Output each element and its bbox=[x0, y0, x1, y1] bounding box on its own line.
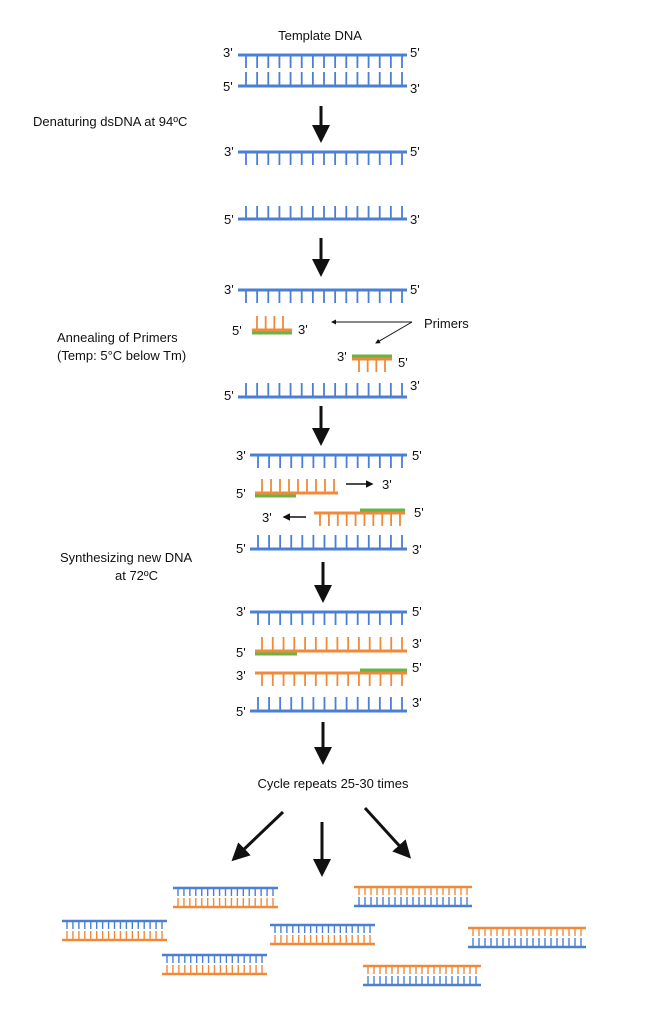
base-pair-ticks bbox=[358, 359, 386, 372]
label-5prime: 5' bbox=[410, 144, 420, 159]
result-template-top bbox=[250, 610, 407, 625]
label-3prime: 3' bbox=[262, 510, 272, 525]
base-pair-ticks bbox=[245, 383, 403, 396]
base-pair-ticks bbox=[245, 55, 403, 68]
synth-forward-extension bbox=[255, 479, 338, 498]
label-3prime: 3' bbox=[412, 542, 422, 557]
label-5prime: 5' bbox=[236, 704, 246, 719]
label-3prime: 3' bbox=[298, 322, 308, 337]
label-3prime: 3' bbox=[410, 378, 420, 393]
single-strand-top bbox=[238, 150, 407, 165]
pcr-product bbox=[270, 923, 375, 946]
label-3prime: 3' bbox=[223, 45, 233, 60]
base-pair-ticks bbox=[245, 72, 403, 85]
base-pair-ticks bbox=[245, 290, 403, 303]
label-3prime: 3' bbox=[236, 668, 246, 683]
label-3prime: 3' bbox=[412, 695, 422, 710]
step-annealing-temp: (Temp: 5°C below Tm) bbox=[57, 348, 186, 363]
primer-pointer-arrow-icon bbox=[375, 321, 413, 344]
label-5prime: 5' bbox=[236, 645, 246, 660]
annealing-bottom-template bbox=[238, 383, 407, 399]
pcr-product bbox=[162, 953, 267, 976]
pcr-product bbox=[354, 885, 472, 908]
label-3prime: 3' bbox=[410, 81, 420, 96]
label-5prime: 5' bbox=[414, 505, 424, 520]
base-pair-ticks bbox=[257, 455, 403, 468]
label-3prime: 3' bbox=[382, 477, 392, 492]
label-5prime: 5' bbox=[412, 660, 422, 675]
label-3prime: 3' bbox=[410, 212, 420, 227]
label-5prime: 5' bbox=[232, 323, 242, 338]
label-5prime: 5' bbox=[398, 355, 408, 370]
label-5prime: 5' bbox=[410, 45, 420, 60]
label-5prime: 5' bbox=[224, 212, 234, 227]
arrow-down-right-icon bbox=[363, 806, 412, 859]
label-3prime: 3' bbox=[236, 604, 246, 619]
base-pair-ticks bbox=[261, 673, 403, 686]
primers-label: Primers bbox=[424, 316, 469, 331]
label-5prime: 5' bbox=[236, 486, 246, 501]
template-dsdna bbox=[238, 53, 407, 88]
pcr-product bbox=[62, 919, 167, 942]
base-pair-ticks bbox=[245, 206, 403, 219]
pcr-product bbox=[468, 926, 586, 949]
result-new-strand-1 bbox=[255, 637, 407, 656]
arrow-down-left-icon bbox=[231, 810, 285, 862]
single-strand-bottom bbox=[238, 206, 407, 221]
base-pair-ticks bbox=[257, 612, 403, 625]
label-5prime: 5' bbox=[236, 541, 246, 556]
synth-reverse-extension bbox=[314, 508, 405, 526]
step-synthesizing-temp: at 72ºC bbox=[115, 568, 158, 583]
label-3prime: 3' bbox=[224, 282, 234, 297]
base-pair-ticks bbox=[245, 152, 403, 165]
annealing-top-template bbox=[238, 288, 407, 303]
cycle-repeats-label: Cycle repeats 25-30 times bbox=[257, 776, 409, 791]
step-synthesizing-label: Synthesizing new DNA bbox=[60, 550, 193, 565]
label-5prime: 5' bbox=[412, 448, 422, 463]
result-new-strand-2 bbox=[255, 668, 407, 686]
primer-forward bbox=[252, 316, 292, 335]
pcr-product bbox=[363, 964, 481, 987]
label-3prime: 3' bbox=[337, 349, 347, 364]
base-pair-ticks bbox=[257, 535, 403, 548]
base-pair-ticks bbox=[256, 316, 284, 329]
base-pair-ticks bbox=[319, 513, 401, 526]
step-denaturing-label: Denaturing dsDNA at 94ºC bbox=[33, 114, 187, 129]
label-5prime: 5' bbox=[412, 604, 422, 619]
label-3prime: 3' bbox=[236, 448, 246, 463]
label-3prime: 3' bbox=[224, 144, 234, 159]
label-5prime: 5' bbox=[224, 388, 234, 403]
synth-top-template bbox=[250, 453, 407, 468]
label-3prime: 3' bbox=[412, 636, 422, 651]
primer-reverse bbox=[352, 354, 392, 372]
label-5prime: 5' bbox=[223, 79, 233, 94]
title-template-dna: Template DNA bbox=[278, 28, 362, 43]
step-annealing-label: Annealing of Primers bbox=[57, 330, 178, 345]
label-5prime: 5' bbox=[410, 282, 420, 297]
base-pair-ticks bbox=[257, 697, 403, 710]
base-pair-ticks bbox=[261, 479, 335, 492]
base-pair-ticks bbox=[261, 637, 403, 650]
synth-bottom-template bbox=[250, 535, 407, 551]
result-template-bottom bbox=[250, 697, 407, 713]
pcr-product bbox=[173, 886, 278, 909]
